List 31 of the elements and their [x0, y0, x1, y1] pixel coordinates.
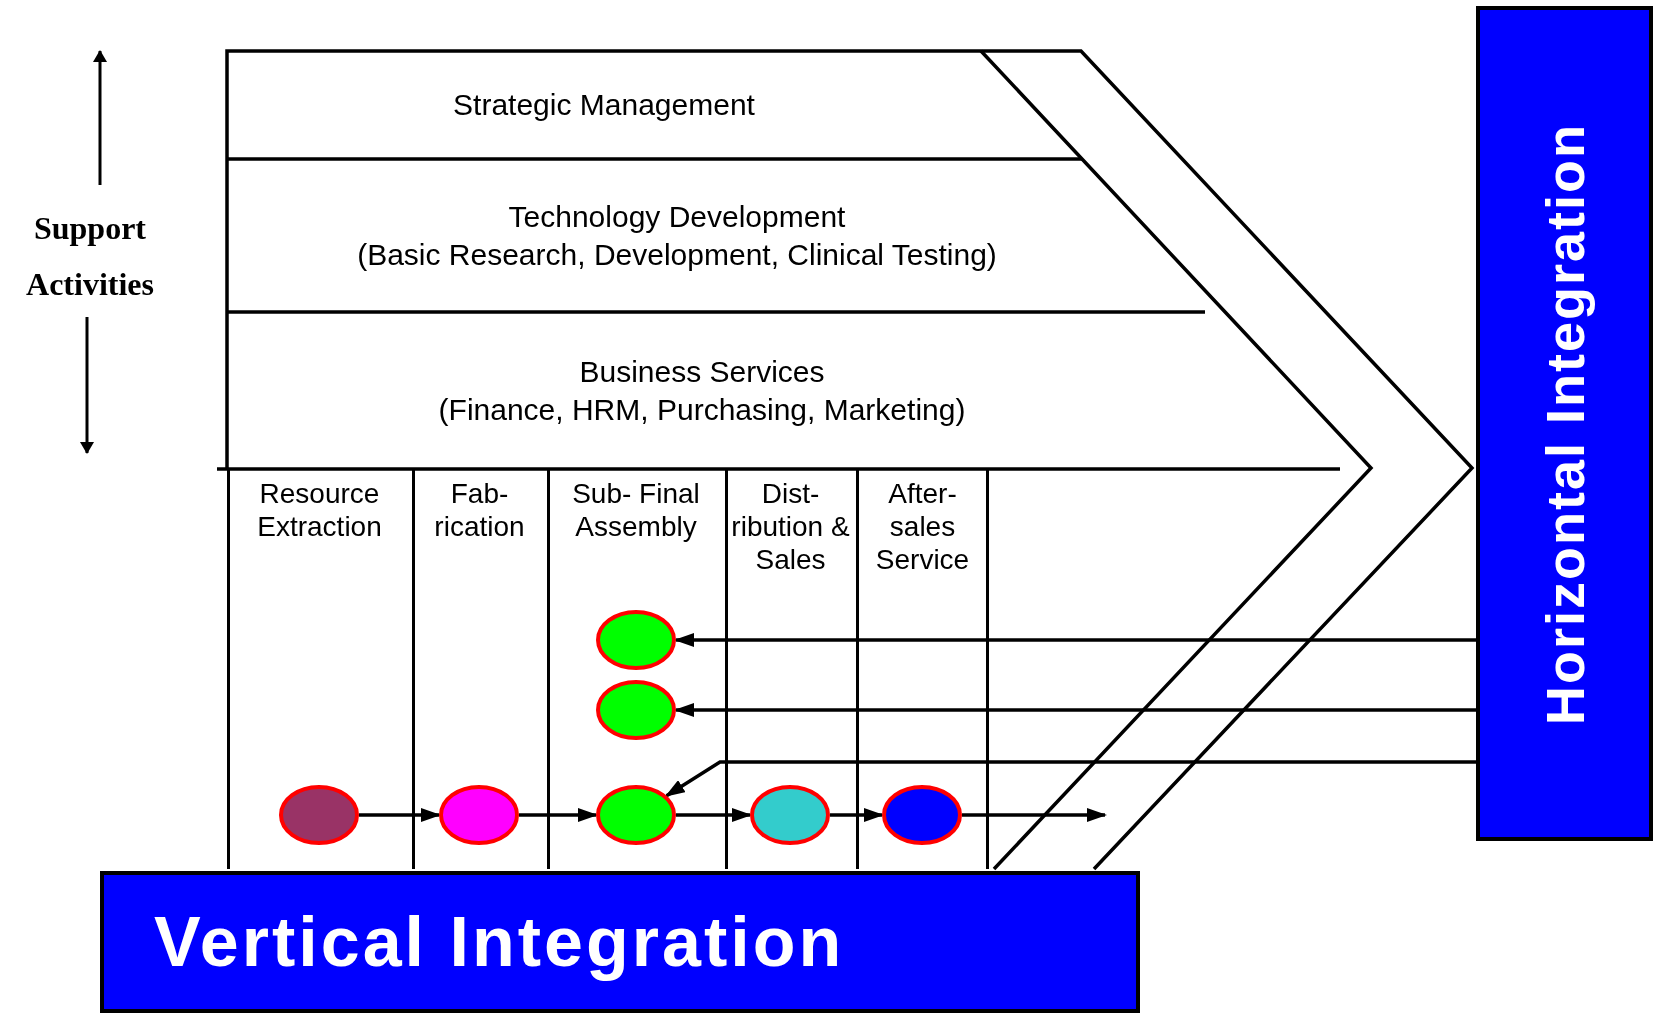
arrow — [830, 808, 884, 822]
arrow — [519, 808, 598, 822]
stage-oval — [596, 680, 676, 740]
column-label: Fab- rication — [433, 477, 526, 543]
activity-column — [856, 469, 989, 869]
arrow — [962, 808, 1107, 822]
stage-oval — [439, 785, 519, 845]
integration-panel — [1476, 6, 1653, 841]
column-label: After- sales Service — [874, 477, 971, 576]
arrow — [359, 808, 441, 822]
band-title: Business Services — [579, 353, 825, 390]
column-label: Dist- ribution & Sales — [730, 477, 851, 576]
arrow — [674, 703, 1476, 717]
arrow — [674, 633, 1476, 647]
stage-oval — [596, 610, 676, 670]
stage-oval — [750, 785, 830, 845]
band-title: Strategic Management — [453, 87, 755, 123]
panel-title: Horizontal Integration — [1533, 122, 1596, 725]
column-label: Resource Extraction — [256, 477, 383, 543]
band-subtitle: (Basic Research, Development, Clinical Testing) — [357, 236, 997, 273]
column-label: Sub- Final Assembly — [571, 477, 701, 543]
axis-label: Support Activities — [25, 209, 155, 304]
stage-oval — [882, 785, 962, 845]
stage-oval — [279, 785, 359, 845]
panel-title: Vertical Integration — [154, 902, 845, 982]
stage-oval — [596, 785, 676, 845]
integration-panel — [100, 871, 1140, 1013]
arrow — [676, 808, 752, 822]
band-subtitle: (Finance, HRM, Purchasing, Marketing) — [438, 391, 966, 428]
arrow — [664, 760, 1476, 798]
band-title: Technology Development — [508, 198, 846, 235]
